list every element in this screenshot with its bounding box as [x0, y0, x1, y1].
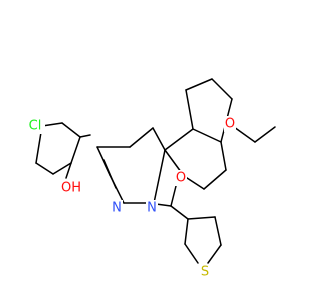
bond-4	[35, 162, 54, 175]
bond-0	[41, 122, 63, 127]
bond-3	[52, 162, 72, 175]
bond-31	[187, 216, 216, 220]
mask-n1	[111, 200, 123, 216]
bond-18	[220, 141, 227, 171]
bond-9	[129, 127, 154, 148]
bond-11	[153, 149, 166, 204]
mask-o-ring	[175, 170, 187, 186]
bond-2	[70, 136, 81, 164]
bond-19	[203, 169, 227, 190]
bond-1	[61, 122, 81, 138]
mask-cl	[27, 118, 45, 134]
bond-33	[207, 244, 222, 264]
bond-32	[214, 216, 222, 246]
bond-30	[170, 205, 189, 220]
chlorine-atom-label: Cl	[29, 119, 42, 134]
bond-20	[183, 175, 205, 190]
mask-o-ethoxy	[224, 116, 236, 132]
bond-layer	[35, 78, 276, 264]
atom-label-layer: Cl OH N N O O S	[27, 116, 236, 280]
bond-15	[103, 159, 117, 189]
bond-10	[152, 127, 166, 151]
bond-24	[211, 78, 233, 100]
hydroxyl-atom-label: OH	[61, 181, 81, 196]
bond-23	[185, 78, 213, 91]
ring-oxygen-atom-label: O	[176, 171, 186, 186]
sulfur-atom-label: S	[201, 265, 209, 280]
bond-29	[155, 203, 172, 207]
molecule-structure: Cl OH N N O O S	[27, 78, 276, 280]
bond-34	[184, 243, 199, 264]
mask-n2	[146, 200, 158, 216]
bond-17	[192, 128, 222, 143]
bond-35	[184, 218, 189, 245]
nitrogen-atom-label-1: N	[112, 201, 122, 216]
bond-26	[233, 126, 256, 143]
bond-16	[164, 128, 194, 151]
molecule-canvas: Cl OH N N O O S	[27, 78, 276, 280]
bond-22	[185, 89, 194, 130]
bond-6	[79, 134, 91, 138]
ethoxy-oxygen-atom-label: O	[225, 117, 235, 132]
mask-oh	[60, 180, 82, 196]
nitrogen-atom-label-2: N	[147, 201, 157, 216]
mask-s	[199, 264, 211, 280]
bond-7	[65, 162, 72, 179]
bond-27	[254, 126, 276, 143]
